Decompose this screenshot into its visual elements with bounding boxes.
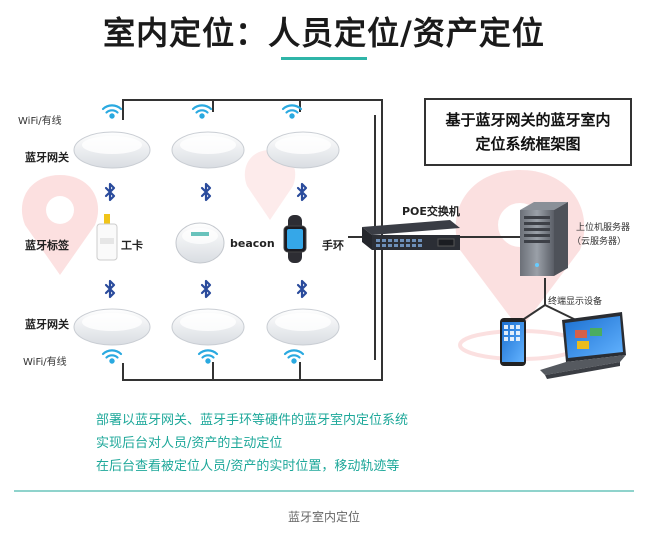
label-terminal: 终端显示设备 bbox=[548, 297, 603, 307]
gateway-icon bbox=[73, 308, 151, 346]
wifi-icon bbox=[283, 349, 305, 364]
description-line-3: 在后台查看被定位人员/资产的实时位置，移动轨迹等 bbox=[96, 459, 400, 474]
label-poe-switch: POE交换机 bbox=[402, 205, 460, 218]
title-underline bbox=[281, 57, 367, 60]
wifi-icon bbox=[101, 104, 123, 119]
bluetooth-icon bbox=[200, 182, 212, 202]
location-pin-icon bbox=[244, 150, 296, 220]
bluetooth-icon bbox=[200, 279, 212, 299]
wristband-icon bbox=[283, 215, 307, 263]
label-wifi-bottom: WiFi/有线 bbox=[23, 357, 67, 368]
gateway-icon bbox=[171, 308, 245, 346]
label-tag: 蓝牙标签 bbox=[25, 239, 69, 252]
label-wifi-top: WiFi/有线 bbox=[18, 116, 62, 127]
bluetooth-icon bbox=[296, 279, 308, 299]
framework-title-line1: 基于蓝牙网关的蓝牙室内 bbox=[445, 111, 611, 129]
poe-switch-icon bbox=[362, 220, 460, 250]
location-pin-icon bbox=[21, 175, 99, 275]
gateway-icon bbox=[73, 131, 151, 169]
label-wristband: 手环 bbox=[322, 239, 344, 252]
wifi-icon bbox=[101, 349, 123, 364]
badge-icon bbox=[96, 214, 118, 261]
label-server: 上位机服务器 bbox=[576, 223, 631, 233]
description-line-1: 部署以蓝牙网关、蓝牙手环等硬件的蓝牙室内定位系统 bbox=[96, 413, 409, 428]
gateway-icon bbox=[266, 131, 340, 169]
wifi-icon bbox=[281, 104, 303, 119]
divider bbox=[14, 490, 634, 492]
framework-title-line2: 定位系统框架图 bbox=[475, 135, 581, 153]
server-icon bbox=[520, 202, 568, 276]
bluetooth-icon bbox=[104, 279, 116, 299]
gateway-icon bbox=[266, 308, 340, 346]
label-gateway-bottom: 蓝牙网关 bbox=[25, 318, 69, 331]
page-title: 室内定位：人员定位/资产定位 bbox=[103, 14, 545, 52]
beacon-icon bbox=[175, 222, 225, 264]
description-line-2: 实现后台对人员/资产的主动定位 bbox=[96, 436, 283, 451]
laptop-icon bbox=[540, 312, 626, 379]
wifi-icon bbox=[197, 349, 219, 364]
network-cables bbox=[122, 99, 581, 381]
image-caption: 蓝牙室内定位 bbox=[287, 510, 360, 524]
bluetooth-icon bbox=[104, 182, 116, 202]
framework-title-box: 基于蓝牙网关的蓝牙室内 定位系统框架图 bbox=[424, 98, 632, 166]
label-beacon: beacon bbox=[230, 237, 275, 250]
label-badge: 工卡 bbox=[121, 239, 143, 252]
bluetooth-icon bbox=[296, 182, 308, 202]
label-server-cloud: （云服务器） bbox=[572, 237, 627, 247]
gateway-icon bbox=[171, 131, 245, 169]
label-gateway-top: 蓝牙网关 bbox=[25, 151, 69, 164]
phone-icon bbox=[500, 318, 526, 366]
wifi-icon bbox=[191, 104, 213, 119]
